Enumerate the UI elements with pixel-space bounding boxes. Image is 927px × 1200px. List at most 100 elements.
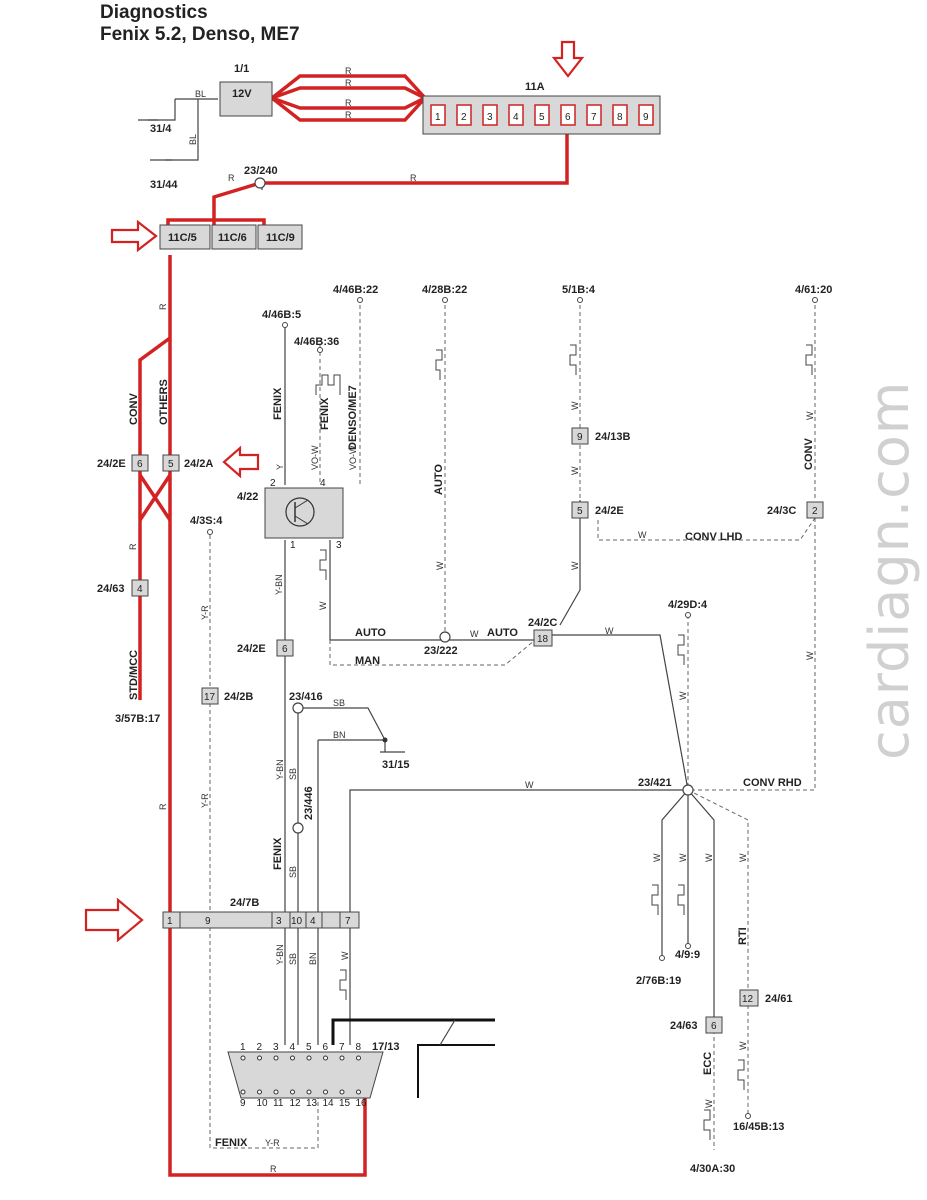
- arrow-right-icon-2: [84, 897, 144, 943]
- dlc-pin: [339, 1055, 345, 1061]
- dlc-pin-label: 5: [306, 1042, 312, 1053]
- terminal-4-46b-36: 4/46B:36: [294, 336, 339, 348]
- svg-text:R: R: [228, 173, 235, 183]
- dlc-pin: [257, 1089, 262, 1095]
- dlc-pin-label: 6: [323, 1042, 329, 1053]
- terminal-16-45b-13: 16/45B:13: [733, 1121, 784, 1133]
- fuse-pin-label: 4: [513, 112, 519, 123]
- dlc-pin-label: 8: [356, 1042, 362, 1053]
- svg-text:Y-BN: Y-BN: [275, 759, 285, 780]
- terminal-4-46b-22: 4/46B:22: [333, 284, 378, 296]
- annotation-arrows: [84, 40, 585, 943]
- svg-text:W: W: [340, 951, 350, 960]
- terminal-4-3s-4: 4/3S:4: [190, 515, 223, 527]
- dlc-pin-label: 12: [290, 1098, 302, 1109]
- label-conv-rhd: CONV RHD: [743, 777, 802, 789]
- fuse-pin: [534, 104, 550, 126]
- dlc-pin-label: 9: [240, 1098, 246, 1109]
- terminal-4-29d-4: 4/29D:4: [668, 599, 708, 611]
- svg-text:W: W: [678, 691, 688, 700]
- svg-text:24/13B: 24/13B: [595, 431, 631, 443]
- svg-text:11C/6: 11C/6: [218, 232, 247, 244]
- svg-text:31/4: 31/4: [150, 123, 172, 135]
- svg-text:11A: 11A: [525, 81, 545, 93]
- dlc-pin-label: 13: [306, 1098, 318, 1109]
- svg-text:2: 2: [270, 478, 276, 489]
- dashed-wires: [209, 298, 816, 1150]
- terminal-3-57b-17: 3/57B:17: [115, 713, 160, 725]
- fuse-pin: [430, 104, 446, 126]
- svg-text:W: W: [678, 853, 688, 862]
- connector-24-3c: 2 24/3C: [767, 501, 824, 519]
- diagram-title: Diagnostics Fenix 5.2, Denso, ME7: [100, 2, 300, 46]
- label-denso-me7: DENSO/ME7: [347, 385, 359, 450]
- svg-text:R: R: [128, 543, 138, 550]
- wire-color-codes: R R R R R R BL BL R R R R Y VO-W VO-W Y-…: [128, 66, 815, 1174]
- splice-23-446: 23/446: [292, 786, 315, 834]
- dlc-pin-label: 16: [356, 1098, 368, 1109]
- arrow-down-icon: [551, 40, 585, 78]
- svg-text:R: R: [345, 66, 352, 76]
- label-others: OTHERS: [158, 379, 170, 425]
- arrow-left-icon: [222, 445, 260, 479]
- svg-text:24/2A: 24/2A: [184, 458, 213, 470]
- dlc-pin-label: 15: [339, 1098, 351, 1109]
- svg-text:9: 9: [205, 916, 211, 927]
- dlc-pin: [356, 1089, 361, 1095]
- label-auto-2: AUTO: [487, 627, 518, 639]
- dlc-pin: [257, 1055, 262, 1061]
- svg-text:W: W: [652, 853, 662, 862]
- watermark: cardiagn.com: [858, 381, 921, 760]
- dlc-pin: [323, 1055, 328, 1061]
- svg-text:12: 12: [742, 994, 754, 1005]
- dlc-pin: [240, 1055, 246, 1061]
- svg-text:4: 4: [320, 478, 326, 489]
- svg-text:R: R: [410, 173, 417, 183]
- dlc-pin: [290, 1089, 295, 1095]
- connector-24-2c: 18 24/2C: [528, 617, 557, 647]
- connector-24-2b: 17 24/2B: [201, 687, 253, 705]
- svg-text:W: W: [470, 629, 479, 639]
- fuse-pin: [456, 104, 472, 126]
- svg-text:23/222: 23/222: [424, 645, 458, 657]
- label-conv: CONV: [128, 393, 140, 425]
- svg-text:24/2B: 24/2B: [224, 691, 253, 703]
- svg-text:1: 1: [167, 916, 173, 927]
- svg-text:24/2E: 24/2E: [97, 458, 126, 470]
- svg-text:24/61: 24/61: [765, 993, 793, 1005]
- svg-text:R: R: [345, 110, 352, 120]
- svg-text:3: 3: [276, 916, 282, 927]
- svg-text:23/446: 23/446: [303, 786, 315, 820]
- dlc-pin: [323, 1089, 328, 1095]
- svg-text:24/7B: 24/7B: [230, 897, 259, 909]
- label-fenix-1: FENIX: [272, 387, 284, 420]
- svg-text:R: R: [158, 303, 168, 310]
- svg-text:6: 6: [711, 1021, 717, 1032]
- svg-text:24/2E: 24/2E: [237, 643, 266, 655]
- terminal-4-28b-22: 4/28B:22: [422, 284, 467, 296]
- terminal-4-46b-5: 4/46B:5: [262, 309, 301, 321]
- dlc-pin-label: 10: [257, 1098, 269, 1109]
- svg-text:9: 9: [577, 432, 583, 443]
- svg-text:Y-BN: Y-BN: [275, 944, 285, 965]
- connector-24-61: 12 24/61: [739, 989, 793, 1007]
- splice-23-416: 23/416: [289, 691, 323, 714]
- dlc-pin: [306, 1089, 312, 1095]
- svg-text:W: W: [318, 601, 328, 610]
- fuse-pin-label: 3: [487, 112, 493, 123]
- svg-text:W: W: [435, 561, 445, 570]
- svg-text:VO-W: VO-W: [310, 445, 320, 470]
- svg-text:BN: BN: [308, 952, 318, 965]
- svg-text:6: 6: [137, 459, 143, 470]
- label-std-mcc: STD/MCC: [128, 650, 140, 700]
- svg-text:2: 2: [812, 506, 818, 517]
- fuse-pin: [508, 104, 524, 126]
- svg-text:SB: SB: [333, 698, 345, 708]
- terminal-4-9-9: 4/9:9: [675, 949, 700, 961]
- dlc-pin-label: 7: [339, 1042, 345, 1053]
- connector-24-2e-low: 6 24/2E: [237, 639, 294, 657]
- label-auto-1: AUTO: [355, 627, 386, 639]
- svg-text:W: W: [738, 1041, 748, 1050]
